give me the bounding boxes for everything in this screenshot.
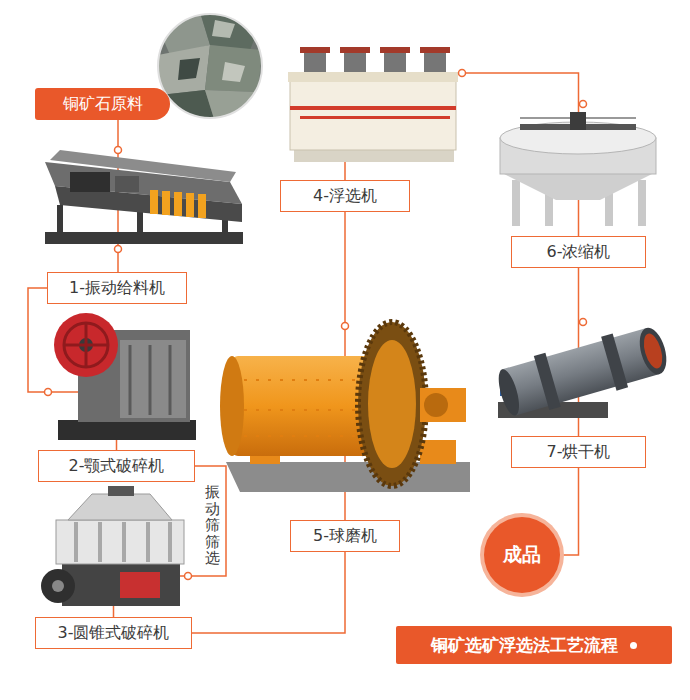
equipment-label: 3-圆锥式破碎机 (35, 617, 192, 649)
vibrating-feeder (45, 150, 243, 244)
thickener (500, 112, 656, 226)
jaw-crusher (54, 313, 196, 440)
cone-crusher (41, 486, 184, 606)
title-bar: 铜矿选矿浮选法工艺流程 (396, 626, 672, 664)
equipment-label: 4-浮选机 (280, 180, 410, 212)
equipment-label: 2-颚式破碎机 (38, 450, 195, 482)
node-text: 铜矿石原料 (63, 94, 143, 115)
title-dot (630, 642, 637, 649)
edge-label: 振动筛筛选 (205, 484, 220, 567)
flow-connector (560, 468, 579, 555)
node-text: 7-烘干机 (547, 442, 611, 463)
node-text: 4-浮选机 (313, 186, 377, 207)
node-text: 2-颚式破碎机 (69, 456, 165, 477)
source-tag: 铜矿石原料 (35, 88, 170, 120)
equipment-label: 7-烘干机 (511, 436, 646, 468)
equipment-label: 6-浓缩机 (511, 236, 646, 268)
node-text: 成品 (503, 542, 541, 568)
ball-mill (220, 322, 470, 492)
node-text: 6-浓缩机 (547, 242, 611, 263)
title-text: 铜矿选矿浮选法工艺流程 (431, 634, 618, 657)
equipment-label: 5-球磨机 (290, 520, 400, 552)
equipment-label: 1-振动给料机 (47, 272, 187, 304)
node-text: 1-振动给料机 (69, 278, 165, 299)
junction-dots (45, 70, 587, 580)
rotary-dryer (493, 321, 672, 422)
product-circle: 成品 (484, 517, 560, 593)
node-text: 3-圆锥式破碎机 (58, 623, 170, 644)
flotation-machine (288, 47, 458, 162)
node-text: 5-球磨机 (313, 526, 377, 547)
